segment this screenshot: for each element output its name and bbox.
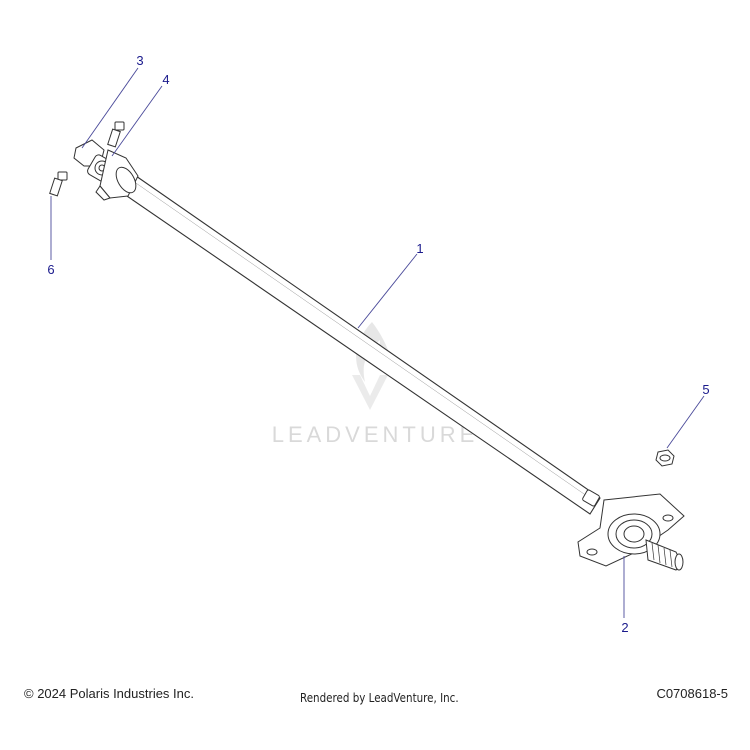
bolt-6 <box>49 171 68 197</box>
bolt-4 <box>107 121 125 148</box>
callout-5: 5 <box>702 382 709 397</box>
driveshaft-tube <box>123 175 601 515</box>
rendered-by-text: Rendered by LeadVenture, Inc. <box>300 691 459 705</box>
bolt-5 <box>655 449 675 467</box>
callout-1: 1 <box>416 241 423 256</box>
splined-stub-shaft <box>645 539 684 571</box>
copyright-text: © 2024 Polaris Industries Inc. <box>24 686 194 701</box>
front-u-joint <box>73 139 139 201</box>
diagram-id: C0708618-5 <box>656 686 728 701</box>
callout-3: 3 <box>136 53 143 68</box>
callout-2: 2 <box>621 620 628 635</box>
leader-lines <box>50 67 705 618</box>
callout-4: 4 <box>162 72 169 87</box>
callout-6: 6 <box>47 262 54 277</box>
watermark-text: LEADVENTURE <box>272 422 479 447</box>
